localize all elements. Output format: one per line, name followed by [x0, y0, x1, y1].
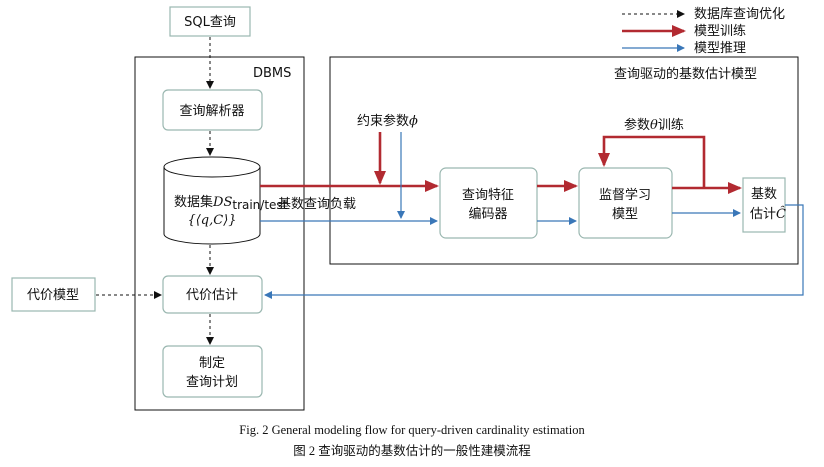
- encoder-box: [439, 167, 538, 239]
- legend-model-training: 模型训练: [694, 24, 746, 39]
- query-plan-box: [162, 345, 263, 398]
- training-params-label: 参数θ训练: [624, 117, 684, 133]
- query-plan-line1: 制定: [199, 356, 225, 371]
- legend-dbms-optimization: 数据库查询优化: [694, 6, 785, 22]
- estimate-box: [742, 177, 786, 233]
- ml-model-title: 查询驱动的基数估计模型: [614, 66, 757, 82]
- cost-estimation-label: 代价估计: [186, 288, 238, 303]
- query-parser-box: [162, 89, 263, 131]
- encoder-line2: 编码器: [468, 207, 507, 222]
- blue-arrow-estimate-to-cost: [264, 204, 804, 299]
- encoder-line1: 查询特征: [462, 188, 514, 203]
- cost-model-box: [11, 277, 96, 312]
- supervised-model-box: [578, 167, 673, 239]
- dataset-pairs: {⟨q,C⟩}: [187, 213, 236, 228]
- dataset-label: 数据集DStrain/test: [174, 194, 288, 212]
- legend: 数据库查询优化 模型训练 模型推理: [622, 6, 785, 56]
- dataset-cylinder: [163, 156, 261, 245]
- sql-query-box: [169, 6, 251, 37]
- red-arrow-training-loop: [598, 135, 706, 188]
- caption-english: Fig. 2 General modeling flow for query-d…: [239, 423, 585, 437]
- dbms-label: DBMS: [253, 66, 291, 81]
- ml-model-container: [329, 56, 799, 265]
- cost-estimation-box: [162, 275, 263, 314]
- estimate-line2: 估计Ĉ: [750, 205, 786, 222]
- supervised-line1: 监督学习: [599, 187, 651, 203]
- query-parser-label: 查询解析器: [179, 104, 244, 119]
- query-plan-line2: 查询计划: [186, 375, 238, 390]
- supervised-line2: 模型: [612, 207, 638, 222]
- workload-label: 基数查询负载: [278, 197, 356, 212]
- cost-model-label: 代价模型: [27, 288, 79, 303]
- legend-model-inference: 模型推理: [694, 41, 746, 56]
- constraint-params-label: 约束参数ϕ: [357, 113, 418, 129]
- sql-query-label: SQL查询: [184, 15, 236, 30]
- caption-chinese: 图 2 查询驱动的基数估计的一般性建模流程: [293, 443, 531, 458]
- estimate-line1: 基数: [751, 187, 777, 202]
